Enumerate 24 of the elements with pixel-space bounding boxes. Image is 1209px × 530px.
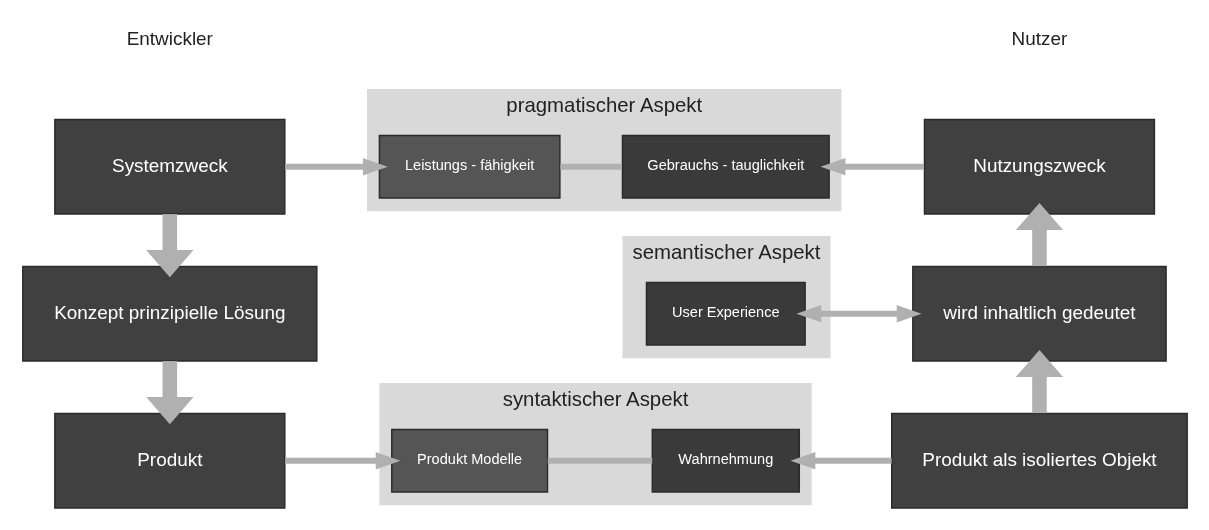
arrow	[795, 305, 922, 323]
arrow	[145, 214, 193, 278]
arrow	[1015, 350, 1063, 414]
node-box: Produkt	[53, 412, 286, 509]
node-box: Leistungs - fähigkeit	[378, 134, 561, 199]
label: Entwickler	[126, 28, 213, 50]
connector	[547, 457, 652, 464]
node-box: Produkt Modelle	[390, 428, 548, 493]
node-box: Wahrnehmung	[651, 428, 800, 493]
connector	[559, 163, 622, 170]
node-box: User Experience	[645, 281, 806, 346]
node-box: Gebrauchs - tauglichkeit	[621, 134, 830, 199]
arrow	[284, 158, 388, 176]
arrow	[790, 452, 892, 470]
node-box: Konzept prinzipielle Lösung	[21, 265, 318, 362]
node-box: Nutzungszweck	[923, 118, 1155, 215]
arrow	[145, 361, 193, 425]
arrow	[284, 452, 401, 470]
node-box: Produkt als isoliertes Objekt	[890, 412, 1188, 509]
node-box: wird inhaltlich gedeutet	[911, 265, 1167, 362]
arrow	[1015, 203, 1063, 267]
node-box: Systemzweck	[53, 118, 286, 215]
label: Nutzer	[1011, 28, 1067, 50]
arrow	[820, 158, 924, 176]
